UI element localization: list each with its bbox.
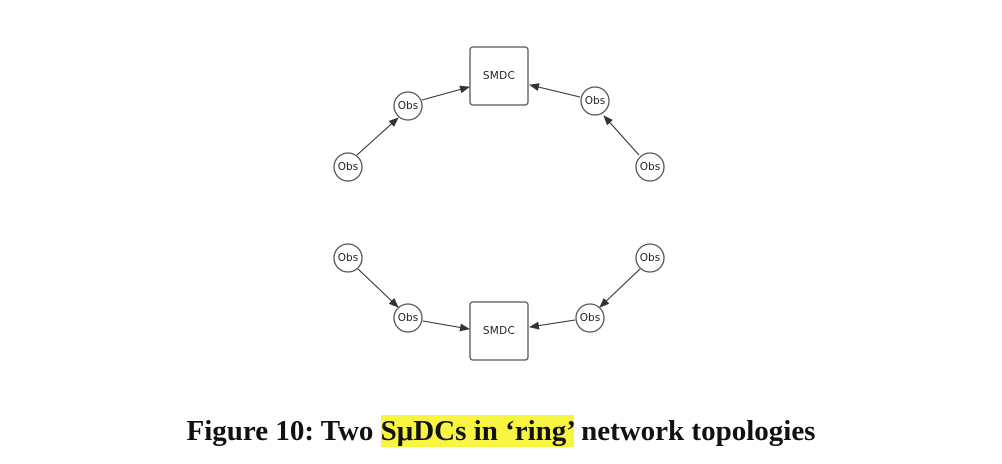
caption-highlight: SμDCs in ‘ring’ <box>380 415 574 447</box>
caption-suffix: network topologies <box>573 415 816 447</box>
smdc-label: SMDC <box>483 325 515 337</box>
edge-bottom-obs1-obs2 <box>357 268 399 308</box>
bottom-ring: Obs Obs SMDC Obs Obs <box>333 243 665 361</box>
edge-top-obs5-obs4 <box>603 115 640 156</box>
obs-node: Obs <box>635 243 665 273</box>
obs-node: Obs <box>575 303 605 333</box>
obs-label: Obs <box>398 312 418 324</box>
obs-label: Obs <box>398 100 418 112</box>
obs-node: Obs <box>393 91 423 121</box>
edge-bottom-obs4-smdc <box>529 319 576 330</box>
edge-top-obs1-obs2 <box>356 117 399 156</box>
obs-label: Obs <box>338 161 358 173</box>
edge-top-obs4-smdc <box>529 83 581 98</box>
figure-caption: Figure 10: Two SμDCs in ‘ring’ network t… <box>0 411 1002 451</box>
obs-node: Obs <box>635 152 665 182</box>
smdc-node: SMDC <box>469 46 529 106</box>
obs-label: Obs <box>580 312 600 324</box>
obs-label: Obs <box>640 161 660 173</box>
smdc-label: SMDC <box>483 70 515 82</box>
obs-label: Obs <box>585 95 605 107</box>
obs-node: Obs <box>333 243 363 273</box>
obs-label: Obs <box>338 252 358 264</box>
smdc-node: SMDC <box>469 301 529 361</box>
caption-prefix: Figure 10: Two <box>186 415 381 447</box>
edge-bottom-obs5-obs4 <box>599 268 641 308</box>
obs-label: Obs <box>640 252 660 264</box>
obs-node: Obs <box>333 152 363 182</box>
edge-bottom-obs2-smdc <box>422 320 470 332</box>
edge-top-obs2-smdc <box>421 85 470 101</box>
obs-node: Obs <box>393 303 423 333</box>
topology-diagram: Obs Obs SMDC Obs Obs Obs <box>333 46 665 361</box>
obs-node: Obs <box>580 86 610 116</box>
top-ring: Obs Obs SMDC Obs Obs <box>333 46 665 182</box>
